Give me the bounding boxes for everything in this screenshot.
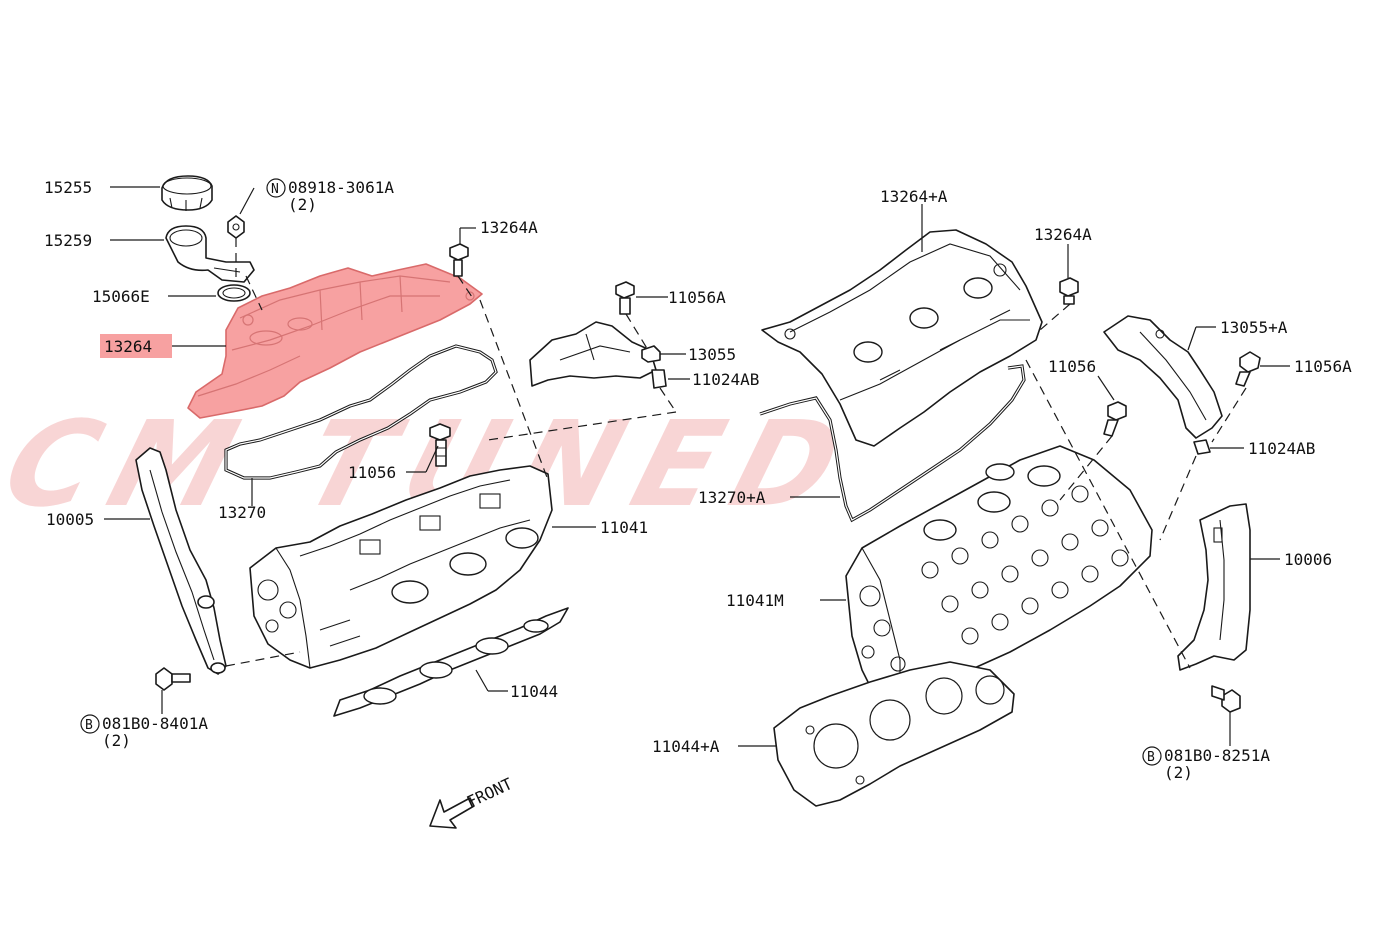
valve-cover-right-part	[761, 229, 1043, 447]
label-081B0-8251A: 081B0-8251A	[1164, 746, 1270, 765]
head-bolt-part	[429, 423, 451, 467]
label-13264A-right: 13264A	[1034, 225, 1092, 244]
cylinder-head-left-part	[249, 465, 553, 669]
label-10005: 10005	[46, 510, 94, 529]
b-symbol-right: B	[1142, 746, 1162, 766]
label-11024AB-left: 11024AB	[692, 370, 759, 389]
cover-bolt-right-part	[1059, 277, 1079, 305]
label-13055pA: 13055+A	[1220, 318, 1288, 337]
label-081B0-8401A-qty: (2)	[102, 731, 131, 750]
assembly-lines	[225, 238, 1247, 669]
label-10006: 10006	[1284, 550, 1332, 569]
n-symbol-letter: N	[271, 182, 279, 197]
collar-part	[641, 345, 661, 363]
label-08918-qty: (2)	[288, 195, 317, 214]
label-11041M: 11041M	[726, 591, 784, 610]
valve-cover-gasket-part	[224, 344, 498, 480]
label-11056A-right: 11056A	[1294, 357, 1352, 376]
guide-bolt-right-part	[1211, 685, 1241, 713]
b-symbol-right-letter: B	[1147, 750, 1155, 765]
label-front: FRONT	[464, 774, 516, 812]
label-11044pA: 11044+A	[652, 737, 720, 756]
label-15066E: 15066E	[92, 287, 150, 306]
stud-collar-part	[651, 369, 667, 389]
label-11056-left: 11056	[348, 463, 396, 482]
heat-shield-right-part	[1103, 315, 1223, 439]
guide-bolt-part	[155, 667, 191, 691]
valve-cover-gasket-right-part	[759, 364, 1026, 523]
head-gasket-left-part	[333, 607, 569, 717]
front-direction-arrow	[429, 797, 475, 829]
label-13264pA: 13264+A	[880, 187, 948, 206]
cylinder-head-right-part	[845, 445, 1153, 705]
label-13264A-left: 13264A	[480, 218, 538, 237]
chain-guide-right-part	[1177, 503, 1251, 671]
label-13270: 13270	[218, 503, 266, 522]
label-11024AB-right: 11024AB	[1248, 439, 1315, 458]
head-bolt-right-part	[1103, 401, 1127, 437]
label-081B0-8401A: 081B0-8401A	[102, 714, 208, 733]
label-13264-highlighted: 13264	[104, 337, 152, 356]
label-15255: 15255	[44, 178, 92, 197]
label-15259: 15259	[44, 231, 92, 250]
nut-part	[227, 215, 245, 239]
highlight-label-bg	[100, 334, 172, 358]
oil-filler-cap-part	[161, 175, 213, 211]
cover-bolt-part	[449, 243, 469, 277]
shield-bolt-right-part	[1235, 351, 1261, 387]
shield-bolt-part	[615, 281, 635, 315]
b-symbol-left-letter: B	[85, 718, 93, 733]
chain-guide-part	[135, 447, 227, 675]
label-08918-3061A: 08918-3061A	[288, 178, 394, 197]
highlighted-valve-cover-part	[187, 263, 483, 419]
label-13270pA: 13270+A	[698, 488, 766, 507]
label-11044: 11044	[510, 682, 558, 701]
n-symbol: N	[266, 178, 286, 198]
label-13055: 13055	[688, 345, 736, 364]
label-11056A-left: 11056A	[668, 288, 726, 307]
label-11056-right: 11056	[1048, 357, 1096, 376]
oil-filler-neck-part	[165, 225, 255, 283]
leader-lines	[104, 186, 1290, 747]
stud-collar-right-part	[1193, 439, 1211, 455]
b-symbol-left: B	[80, 714, 100, 734]
head-gasket-right-part	[773, 661, 1015, 807]
label-081B0-8251A-qty: (2)	[1164, 763, 1193, 782]
label-11041: 11041	[600, 518, 648, 537]
